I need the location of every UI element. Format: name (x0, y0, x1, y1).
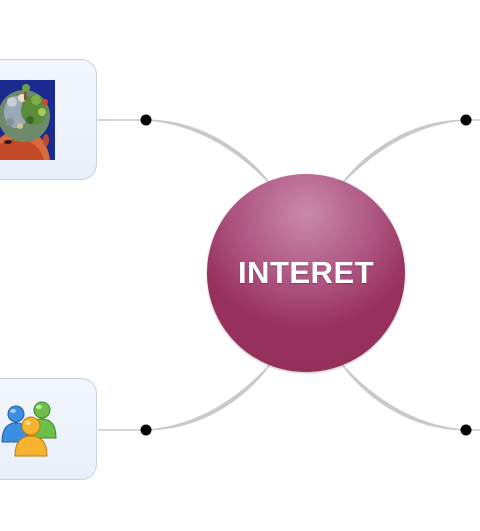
branch-anchor-dot-top-right[interactable] (460, 114, 472, 126)
branch-connector-top-right (339, 119, 480, 187)
branch-connector-top-left (98, 119, 273, 187)
messenger-buddies-image (0, 396, 58, 458)
branch-anchor-dot-top-left[interactable] (140, 114, 152, 126)
branch-anchor-dot-bottom-right[interactable] (460, 424, 472, 436)
central-topic-node[interactable]: INTERET (207, 174, 405, 372)
branch-anchor-dot-bottom-left[interactable] (140, 424, 152, 436)
central-topic-label: INTERET (237, 255, 375, 290)
branch-connector-bottom-right (339, 361, 480, 431)
brain-collage-image (0, 80, 55, 160)
branch-connector-bottom-left (98, 361, 273, 431)
